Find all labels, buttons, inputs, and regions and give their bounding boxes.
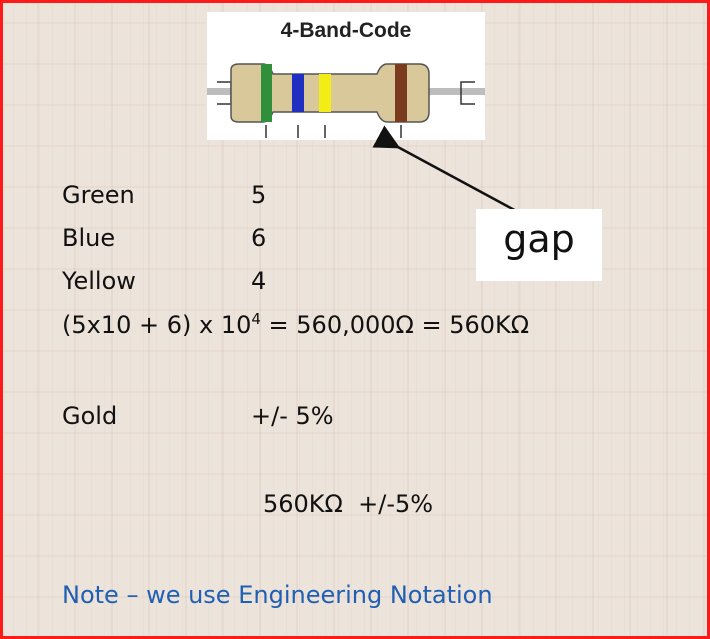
band-digit: 5 (251, 181, 267, 209)
formula-prefix: (5x10 + 6) x 10 (62, 311, 252, 339)
band-green (261, 64, 272, 122)
resistor-drawing (207, 63, 485, 138)
band-color-name: Yellow (62, 267, 136, 295)
formula-suffix: = 560,000Ω = 560KΩ (260, 311, 530, 339)
band-yellow (319, 74, 331, 112)
band-digit: 4 (251, 267, 267, 295)
resistor-diagram: 4-Band-Code (207, 12, 485, 140)
resistance-formula: (5x10 + 6) x 104 = 560,000Ω = 560KΩ (62, 311, 529, 339)
engineering-note: Note – we use Engineering Notation (62, 581, 493, 609)
resistor-title: 4-Band-Code (280, 19, 412, 42)
gap-label-box: gap (476, 209, 602, 281)
band-color-name: Green (62, 181, 135, 209)
band-digit: 6 (251, 224, 267, 252)
band-blue (292, 74, 304, 112)
result-value: 560KΩ +/-5% (263, 490, 434, 518)
gap-label: gap (503, 217, 575, 261)
tolerance-value: +/- 5% (251, 402, 334, 430)
band-color-name: Blue (62, 224, 116, 252)
band-brown (395, 64, 407, 122)
formula-exponent: 4 (251, 310, 261, 328)
tolerance-color: Gold (62, 402, 118, 430)
lead-bracket-right (460, 81, 475, 105)
